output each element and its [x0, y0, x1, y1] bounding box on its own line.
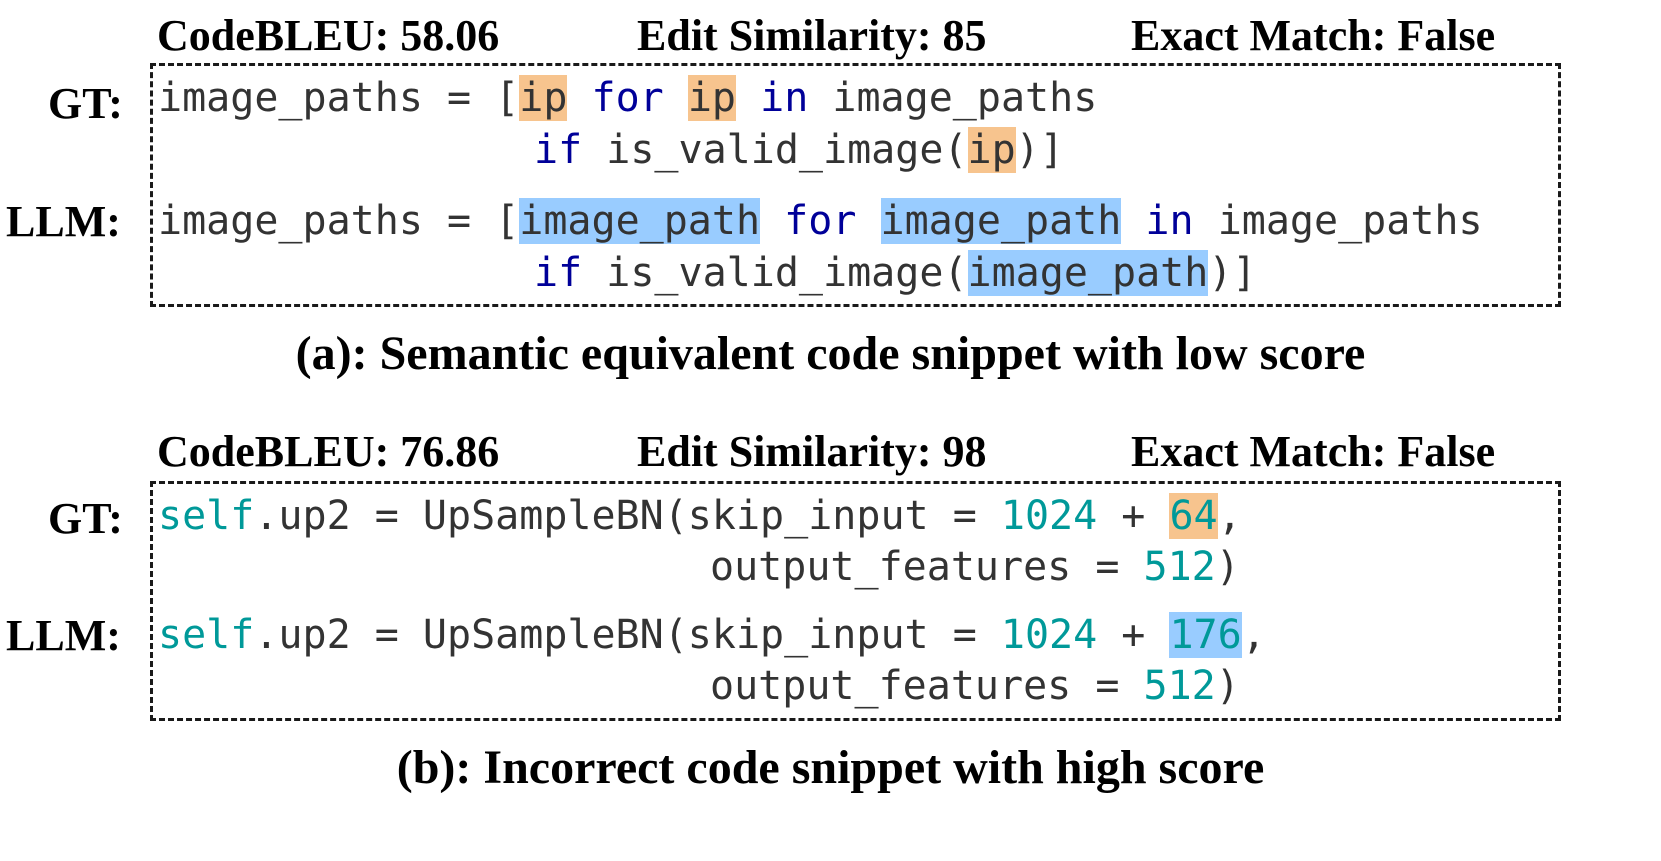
gt-label: GT:: [48, 79, 123, 128]
number-literal: 512: [1143, 663, 1216, 709]
gt-diff-token: ip: [519, 75, 568, 121]
code-text: is_valid_image(: [606, 250, 968, 296]
code-text: output_features =: [710, 544, 1144, 590]
self-keyword: self: [158, 493, 255, 539]
number-literal: 512: [1143, 544, 1216, 590]
exact-match-result: Exact Match: False: [1131, 11, 1496, 60]
code-text: +: [1097, 612, 1170, 658]
codebleu-score: CodeBLEU: 76.86: [157, 427, 500, 476]
code-text: image_paths: [1217, 198, 1483, 244]
keyword-if: if: [534, 250, 583, 296]
code-text: ): [1215, 544, 1240, 590]
code-text: is_valid_image(: [606, 127, 968, 173]
code-text: )]: [1015, 127, 1064, 173]
code-text: ): [1215, 663, 1240, 709]
edit-similarity-score: Edit Similarity: 98: [637, 427, 987, 476]
code-text: .up2 = UpSampleBN(skip_input =: [254, 612, 1001, 658]
gt-code-line-1: self.up2 = UpSampleBN(skip_input = 1024 …: [158, 493, 1242, 539]
caption-b: (b): Incorrect code snippet with high sc…: [396, 741, 1265, 794]
llm-diff-token: 176: [1169, 612, 1242, 658]
self-keyword: self: [158, 612, 255, 658]
keyword-for: for: [591, 75, 664, 121]
gt-diff-token: ip: [687, 75, 737, 121]
llm-diff-token: image_path: [967, 250, 1209, 296]
llm-diff-token: image_path: [880, 198, 1122, 244]
keyword-in: in: [1145, 198, 1194, 244]
llm-code-line-2: if is_valid_image(image_path)]: [534, 250, 1257, 296]
keyword-for: for: [784, 198, 857, 244]
code-text: image_paths = [: [158, 198, 520, 244]
code-text: image_paths = [: [158, 75, 520, 121]
llm-code-line-1: image_paths = [image_path for image_path…: [158, 198, 1483, 244]
code-text: output_features =: [710, 663, 1144, 709]
code-text: )]: [1208, 250, 1257, 296]
gt-label: GT:: [48, 494, 123, 543]
llm-diff-token: image_path: [519, 198, 761, 244]
edit-similarity-score: Edit Similarity: 85: [637, 11, 987, 60]
exact-match-result: Exact Match: False: [1131, 427, 1496, 476]
gt-code-line-2: output_features = 512): [710, 547, 1240, 587]
llm-code-line-2: output_features = 512): [710, 666, 1240, 706]
codebleu-score: CodeBLEU: 58.06: [157, 11, 500, 60]
code-text: ,: [1217, 493, 1242, 539]
gt-code-line-1: image_paths = [ip for ip in image_paths: [158, 75, 1098, 121]
gt-diff-token: 64: [1169, 493, 1218, 539]
llm-code-line-1: self.up2 = UpSampleBN(skip_input = 1024 …: [158, 612, 1266, 658]
code-comparison-box: [150, 481, 1561, 721]
number-literal: 1024: [1000, 612, 1098, 658]
number-literal: 1024: [1000, 493, 1098, 539]
keyword-in: in: [760, 75, 809, 121]
code-text: ,: [1241, 612, 1266, 658]
llm-label: LLM:: [6, 197, 121, 246]
caption-a: (a): Semantic equivalent code snippet wi…: [295, 327, 1366, 380]
gt-diff-token: ip: [967, 127, 1016, 173]
llm-label: LLM:: [6, 611, 121, 660]
gt-code-line-2: if is_valid_image(ip)]: [534, 127, 1064, 173]
code-comparison-box: [150, 63, 1561, 307]
code-text: .up2 = UpSampleBN(skip_input =: [254, 493, 1001, 539]
code-text: image_paths: [832, 75, 1098, 121]
keyword-if: if: [534, 127, 583, 173]
code-text: +: [1097, 493, 1170, 539]
